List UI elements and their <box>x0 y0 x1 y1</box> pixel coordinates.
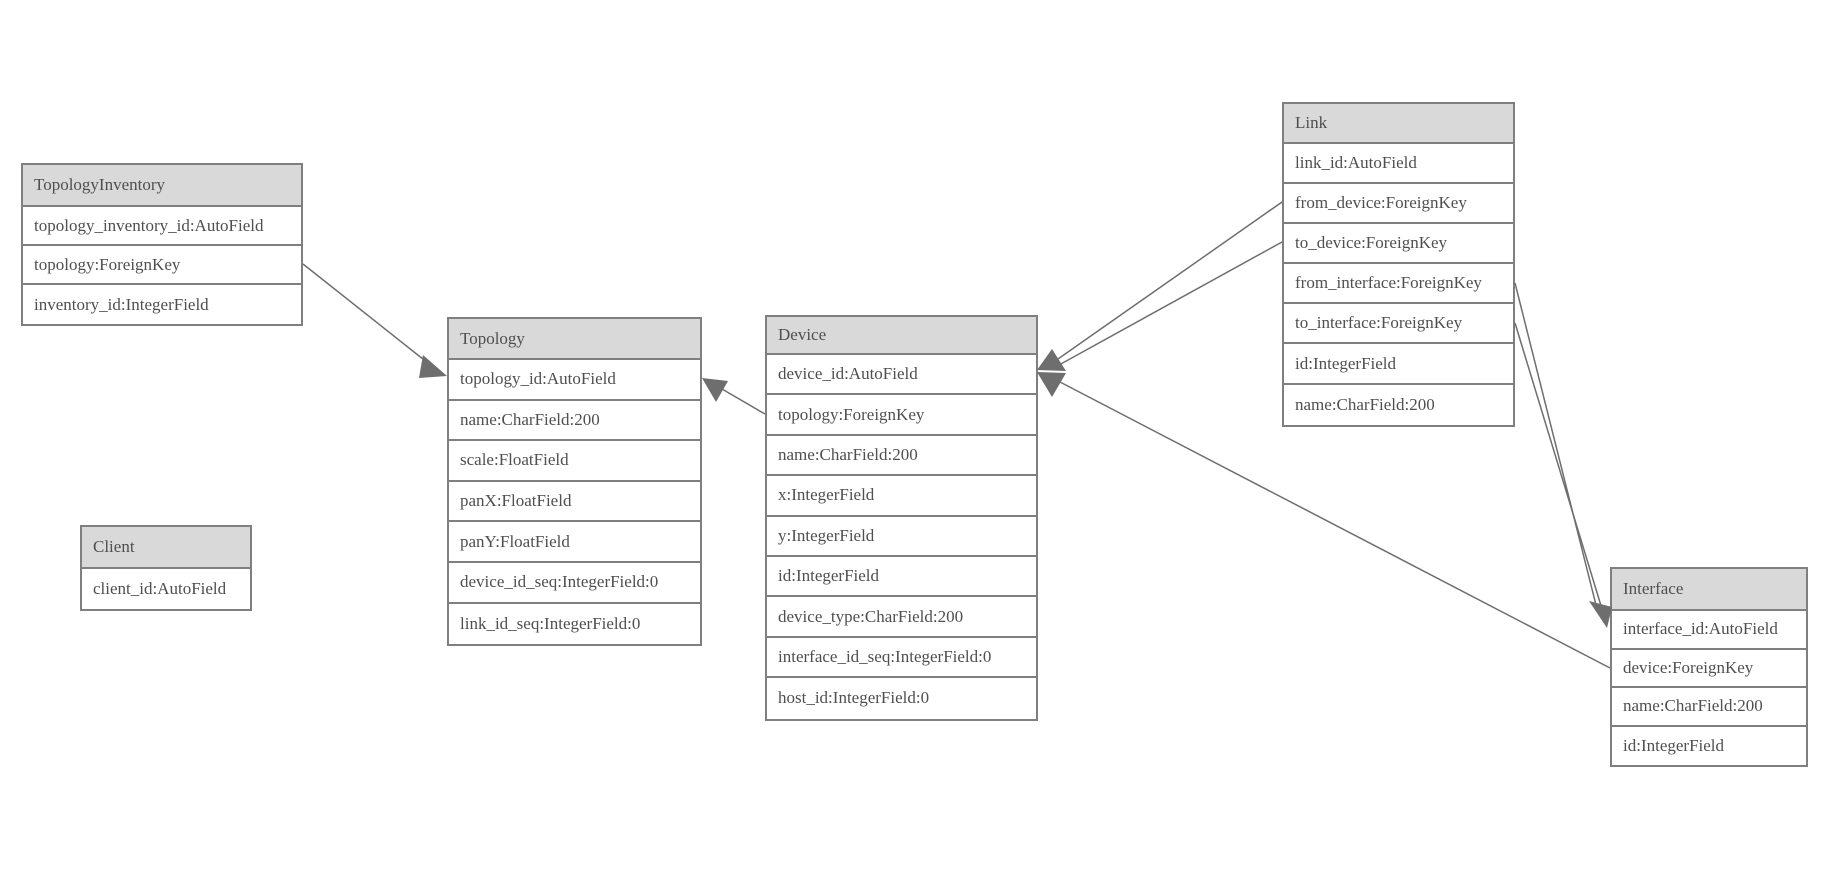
entity-field-row: to_interface:ForeignKey <box>1284 304 1513 345</box>
entity-field-row: from_interface:ForeignKey <box>1284 264 1513 305</box>
entity-table-title: Device <box>767 317 1036 355</box>
entity-table-title: Topology <box>449 319 700 360</box>
relation-line <box>1057 201 1283 360</box>
entity-field-row: interface_id_seq:IntegerField:0 <box>767 637 1036 679</box>
entity-table-title: Link <box>1284 104 1513 144</box>
entity-table-client: Client client_id:AutoField <box>80 525 252 611</box>
entity-field-row: panY:FloatField <box>449 522 700 563</box>
entity-field-row: device_id_seq:IntegerField:0 <box>449 562 700 604</box>
entity-field-row: inventory_id:IntegerField <box>23 285 301 324</box>
entity-field-row: name:CharField:200 <box>449 400 700 442</box>
entity-field-row: interface_id:AutoField <box>1612 611 1806 650</box>
entity-field-row: name:CharField:200 <box>1612 688 1806 727</box>
entity-field-row: device:ForeignKey <box>1612 649 1806 688</box>
entity-field-row: panX:FloatField <box>449 481 700 523</box>
entity-table-topology-inventory: TopologyInventory topology_inventory_id:… <box>21 163 303 326</box>
entity-field-row: link_id_seq:IntegerField:0 <box>449 603 700 645</box>
entity-field-row: scale:FloatField <box>449 441 700 482</box>
relation-arrowhead-icon <box>702 378 728 402</box>
entity-field-row: topology_id:AutoField <box>449 360 700 401</box>
entity-field-row: device_type:CharField:200 <box>767 597 1036 638</box>
entity-field-row: name:CharField:200 <box>767 435 1036 477</box>
entity-field-row: topology:ForeignKey <box>767 395 1036 436</box>
entity-field-row: link_id:AutoField <box>1284 144 1513 185</box>
entity-field-row: id:IntegerField <box>1612 726 1806 765</box>
entity-field-row: name:CharField:200 <box>1284 384 1513 425</box>
entity-table-title: TopologyInventory <box>23 165 301 207</box>
relation-arrowhead-icon <box>1037 349 1066 371</box>
entity-table-title: Client <box>82 527 250 569</box>
entity-field-row: id:IntegerField <box>767 556 1036 598</box>
relation-arrowhead-icon <box>419 355 447 378</box>
relation-line <box>302 263 434 368</box>
relation-line <box>1058 241 1283 366</box>
entity-field-row: topology_inventory_id:AutoField <box>23 207 301 246</box>
entity-field-row: from_device:ForeignKey <box>1284 184 1513 225</box>
entity-field-row: device_id:AutoField <box>767 355 1036 396</box>
relation-arrowhead-icon <box>1037 372 1066 397</box>
relation-line <box>1514 322 1603 610</box>
entity-table-title: Interface <box>1612 569 1806 611</box>
entity-field-row: to_device:ForeignKey <box>1284 224 1513 265</box>
relation-arrowhead-icon <box>1589 601 1612 628</box>
entity-field-row: id:IntegerField <box>1284 344 1513 385</box>
relation-line <box>721 388 766 415</box>
entity-field-row: y:IntegerField <box>767 516 1036 557</box>
entity-field-row: host_id:IntegerField:0 <box>767 678 1036 719</box>
entity-field-row: x:IntegerField <box>767 476 1036 517</box>
entity-table-rows: client_id:AutoField <box>82 569 250 609</box>
entity-field-row: client_id:AutoField <box>82 569 250 609</box>
relation-line <box>1514 282 1597 606</box>
entity-field-row: topology:ForeignKey <box>23 246 301 285</box>
